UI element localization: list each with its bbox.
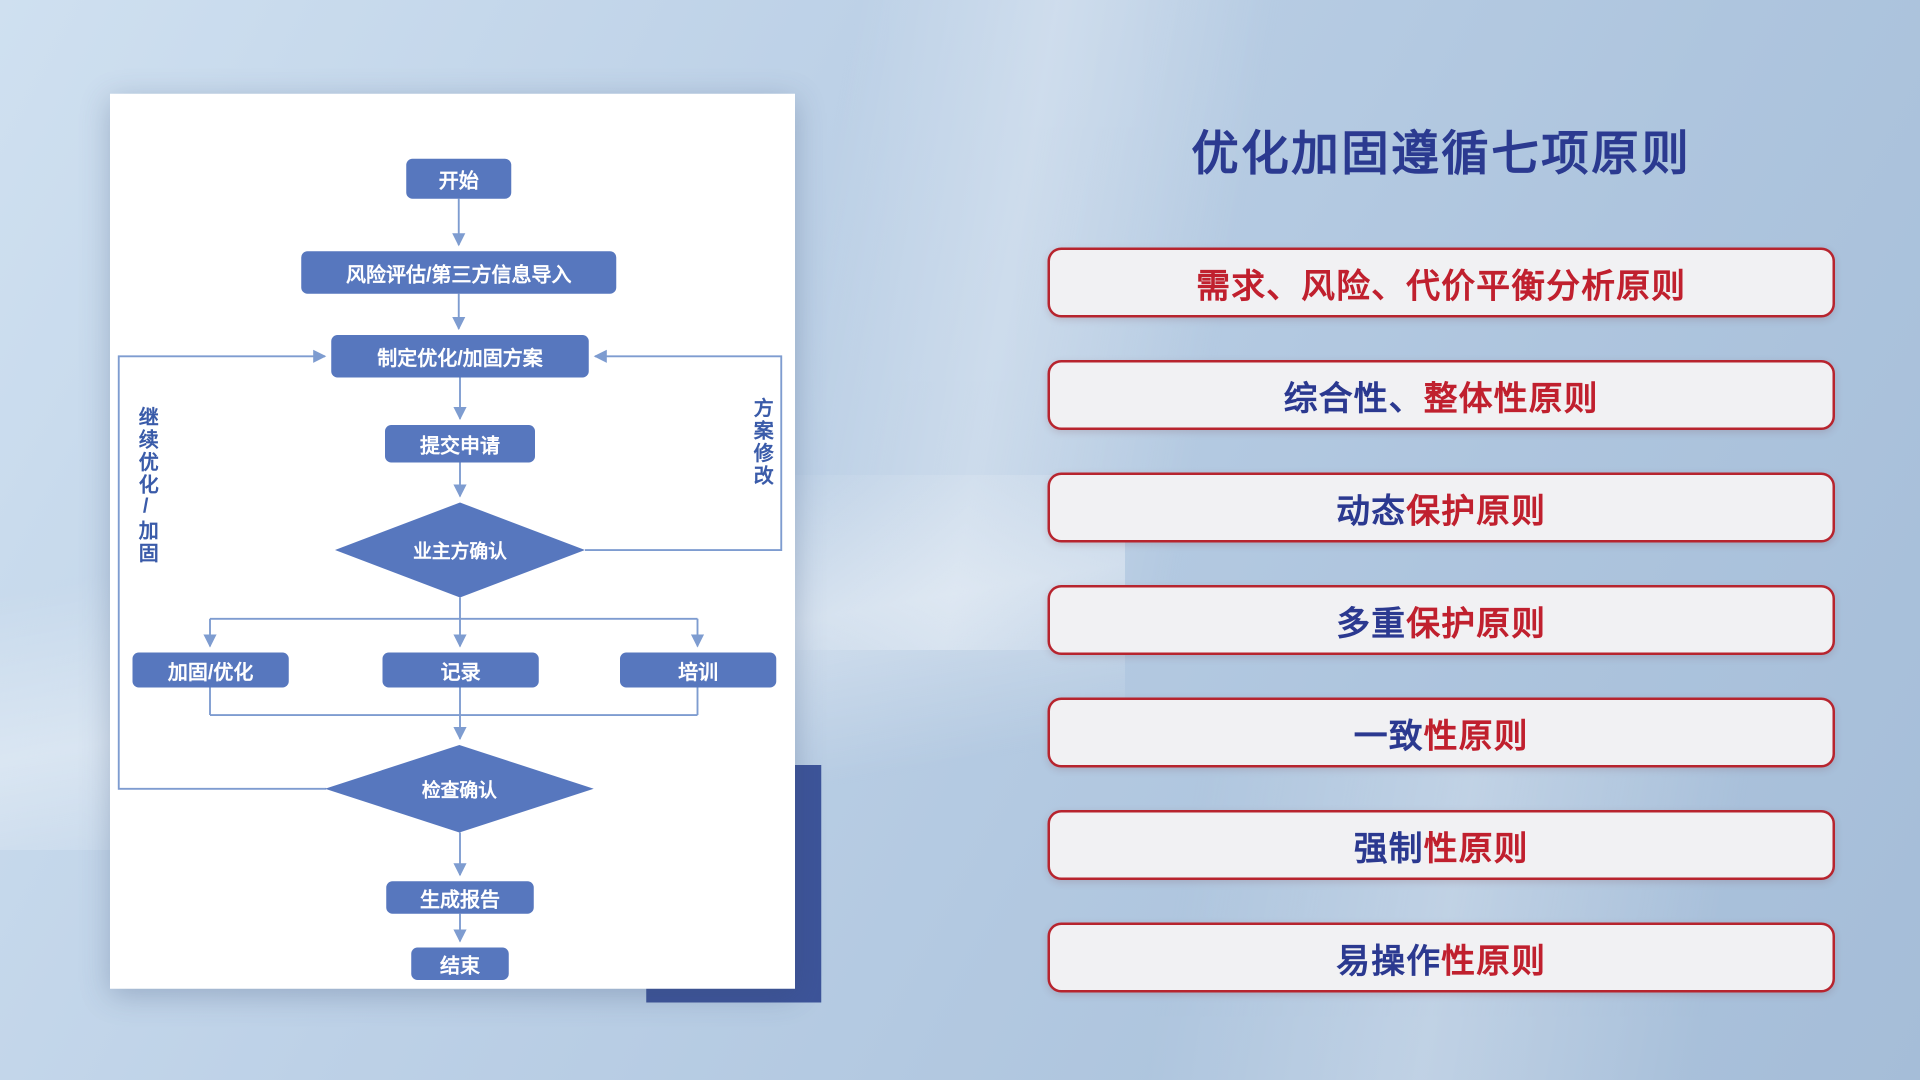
principle-item: 需求、风险、代价平衡分析原则	[1047, 247, 1835, 318]
flow-node-training: 培训	[620, 652, 777, 688]
principle-text-segment: 一致	[1353, 716, 1424, 755]
flow-node-submit: 提交申请	[385, 425, 535, 463]
principle-text-segment: 动态	[1336, 491, 1407, 530]
flow-node-record: 记录	[382, 652, 539, 688]
principle-item: 多重保护原则	[1047, 585, 1835, 655]
principle-text-segment: 强制	[1353, 829, 1424, 867]
flowchart-card: 开始 风险评估/第三方信息导入 制定优化/加固方案 提交申请 业主方确认 加固/…	[110, 93, 795, 989]
principle-text-segment: 性原则	[1423, 716, 1529, 755]
principle-text-segment: 性原则	[1423, 829, 1529, 867]
principle-text-segment: 需求、风险、代价平衡分析原则	[1196, 266, 1687, 305]
flow-label-plan-modify: 方案修改	[750, 397, 772, 488]
principle-item: 动态保护原则	[1047, 472, 1835, 543]
flow-node-make-plan: 制定优化/加固方案	[331, 335, 589, 378]
principle-text-segment: 多重	[1336, 604, 1407, 642]
principle-item: 一致性原则	[1047, 697, 1835, 768]
flow-node-reinforce: 加固/优化	[132, 652, 289, 688]
principle-text-segment: 性原则	[1441, 941, 1547, 980]
flowchart-connectors	[117, 198, 783, 943]
principle-text-segment: 保护原则	[1406, 604, 1547, 642]
flow-node-end: 结束	[411, 947, 509, 980]
principle-item: 强制性原则	[1047, 810, 1835, 880]
principle-item: 综合性、整体性原则	[1047, 360, 1835, 430]
principles-list: 需求、风险、代价平衡分析原则综合性、整体性原则动态保护原则多重保护原则一致性原则…	[1047, 247, 1835, 993]
flow-node-report: 生成报告	[386, 881, 534, 914]
principle-text-segment: 综合性、	[1283, 379, 1424, 417]
principle-item: 易操作性原则	[1047, 922, 1835, 993]
page-title: 优化加固遵循七项原则	[1191, 128, 1692, 182]
flow-node-start: 开始	[406, 158, 512, 199]
principle-text-segment: 易操作	[1336, 941, 1442, 980]
principle-text-segment: 保护原则	[1406, 491, 1547, 530]
flow-node-risk-import: 风险评估/第三方信息导入	[301, 251, 617, 294]
flow-label-continue-optimize: 继续优化/加固	[135, 406, 157, 565]
principle-text-segment: 整体性原则	[1423, 379, 1599, 417]
